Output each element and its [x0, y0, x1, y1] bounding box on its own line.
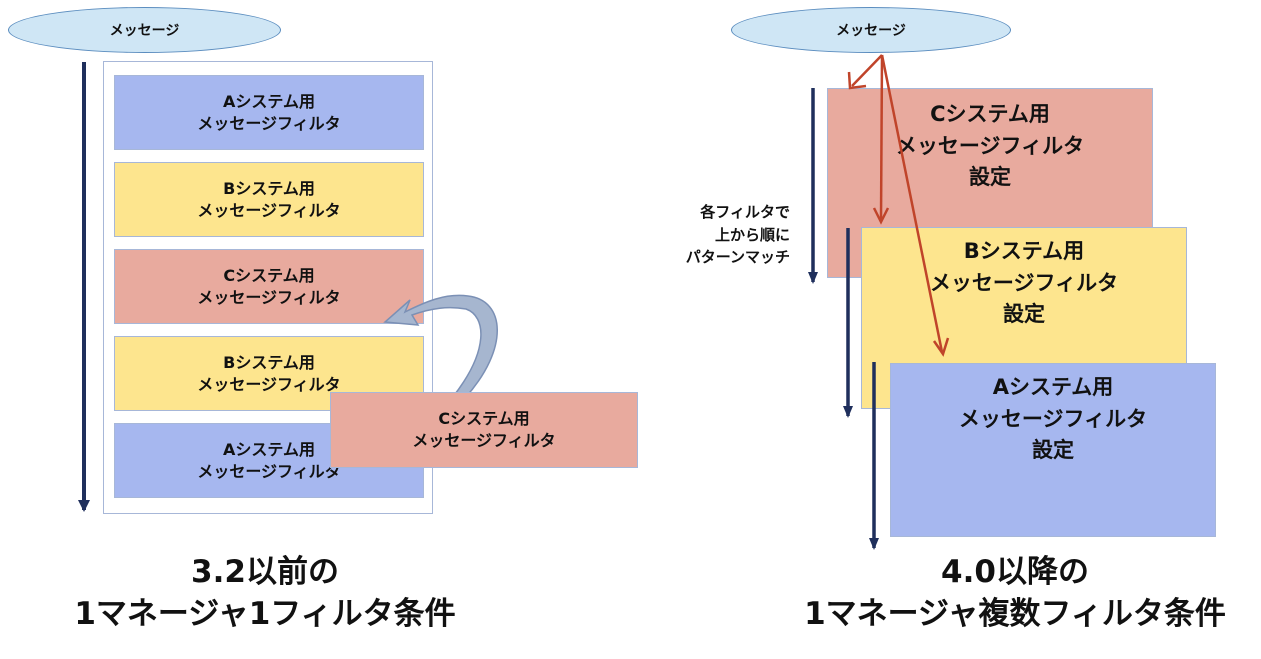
note-line: 各フィルタで [700, 203, 790, 221]
filter-title: Cシステム用 [223, 265, 315, 285]
filter-title: Aシステム用 [223, 439, 315, 459]
right-caption: 4.0以降の 1マネージャ複数フィルタ条件 [770, 552, 1260, 636]
match-arrowhead-c [847, 71, 867, 90]
left-filter-c: Cシステム用 メッセージフィルタ [114, 249, 424, 324]
left-caption: 3.2以前の 1マネージャ1フィルタ条件 [40, 552, 490, 636]
note-line: 上から順に [714, 225, 790, 244]
caption-line-2: 1マネージャ1フィルタ条件 [74, 595, 456, 632]
filter-setting-label: 設定 [969, 165, 1011, 189]
right-filter-a: Aシステム用 メッセージフィルタ 設定 [890, 363, 1216, 537]
filter-title: Bシステム用 [963, 239, 1085, 263]
filter-subtitle: メッセージフィルタ [197, 113, 341, 133]
left-filter-a-1: Aシステム用 メッセージフィルタ [114, 75, 424, 150]
match-arrow-to-c [851, 54, 883, 87]
filter-subtitle: メッセージフィルタ [895, 133, 1085, 158]
left-filter-b-2: Bシステム用 メッセージフィルタ [114, 336, 424, 411]
left-message-label: メッセージ [109, 23, 180, 39]
caption-line-1: 4.0以降の [941, 554, 1089, 590]
right-flow-arrowhead-c [808, 272, 818, 284]
filter-subtitle: メッセージフィルタ [197, 287, 341, 307]
filter-title: Aシステム用 [223, 91, 315, 111]
filter-title: Bシステム用 [223, 178, 315, 198]
left-filter-b-1: Bシステム用 メッセージフィルタ [114, 162, 424, 237]
left-flow-arrowhead [78, 500, 90, 512]
filter-subtitle: メッセージフィルタ [958, 406, 1148, 431]
caption-line-1: 3.2以前の [191, 554, 339, 590]
filter-subtitle: メッセージフィルタ [197, 200, 341, 220]
filter-subtitle: メッセージフィルタ [412, 431, 556, 450]
caption-line-2: 1マネージャ複数フィルタ条件 [804, 595, 1226, 632]
right-flow-arrowhead-a [869, 538, 879, 550]
filter-subtitle: メッセージフィルタ [197, 374, 341, 394]
left-filter-a-2: Aシステム用 メッセージフィルタ [114, 423, 424, 498]
pattern-match-note: 各フィルタで 上から順に パターンマッチ [625, 201, 790, 269]
filter-subtitle: メッセージフィルタ [929, 270, 1119, 295]
filter-title: Aシステム用 [992, 375, 1114, 399]
filter-setting-label: 設定 [1032, 438, 1074, 462]
filter-title: Cシステム用 [930, 102, 1050, 126]
right-message-ellipse: メッセージ [731, 7, 1011, 53]
right-message-label: メッセージ [836, 23, 906, 39]
filter-setting-label: 設定 [1003, 302, 1045, 326]
filter-subtitle: メッセージフィルタ [197, 461, 341, 481]
note-line: パターンマッチ [685, 248, 790, 266]
filter-title: Bシステム用 [223, 352, 315, 372]
left-message-ellipse: メッセージ [8, 7, 281, 53]
filter-title: Cシステム用 [438, 409, 530, 429]
right-flow-arrowhead-b [843, 406, 853, 418]
left-moving-filter-c: Cシステム用 メッセージフィルタ [330, 392, 638, 468]
